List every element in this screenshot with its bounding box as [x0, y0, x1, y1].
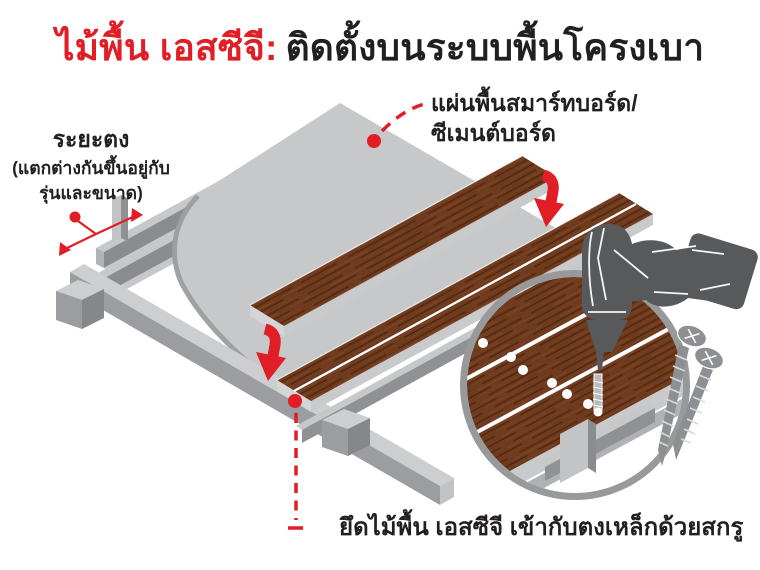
installed-wood-planks [276, 192, 653, 412]
page-title: ไม้พื้น เอสซีจี:ติดตั้งบนระบบพื้นโครงเบา [0, 18, 760, 77]
screw-icon [673, 346, 725, 460]
closeup-joist [538, 403, 655, 483]
fastening-label: ยึดไม้พื้น เอสซีจี เข้ากับตงเหล็กด้วยสกร… [339, 514, 744, 541]
dimension-bracket-icon [59, 208, 143, 256]
joist-spacing-note-line1: (แตกต่างกันขึ้นอยู่กับ [12, 158, 170, 179]
screw-leader-line [288, 394, 303, 530]
screw-icon [658, 324, 708, 466]
leader-dot-icon [288, 394, 302, 408]
support-foot-mid [322, 409, 370, 456]
floating-wood-plank [249, 155, 556, 337]
title-subtitle: ติดตั้งบนระบบพื้นโครงเบา [285, 27, 705, 68]
support-foot-left [56, 280, 104, 329]
leader-dot-icon [367, 134, 381, 148]
drill-icon [582, 223, 758, 370]
board-label-line1: แผ่นพื้นสมาร์ทบอร์ด/ [431, 90, 638, 116]
callout-board: แผ่นพื้นสมาร์ทบอร์ด/ ซีเมนต์บอร์ด [431, 88, 638, 149]
board-leader-line [367, 101, 429, 148]
down-arrow-icon [534, 169, 564, 227]
callout-fastening: ยึดไม้พื้น เอสซีจี เข้ากับตงเหล็กด้วยสกร… [339, 512, 743, 544]
magnifier-circle-icon [460, 270, 690, 500]
drill-panel-lines [588, 227, 731, 313]
under-plank-joist [296, 314, 506, 443]
joist-spacing-heading: ระยะตง [52, 126, 130, 152]
down-arrow-icon [256, 323, 286, 381]
title-product-name: ไม้พื้น เอสซีจี: [55, 27, 278, 68]
closeup-screw-heads [478, 338, 593, 409]
callout-joist-spacing: ระยะตง (แตกต่างกันขึ้นอยู่กับ รุ่นและขนา… [2, 124, 180, 205]
closeup-standing-screw [592, 373, 604, 417]
steel-joist-end-bracket [112, 195, 128, 242]
board-label-line2: ซีเมนต์บอร์ด [431, 120, 556, 147]
joist-spacing-note-line2: รุ่นและขนาด) [39, 182, 143, 203]
